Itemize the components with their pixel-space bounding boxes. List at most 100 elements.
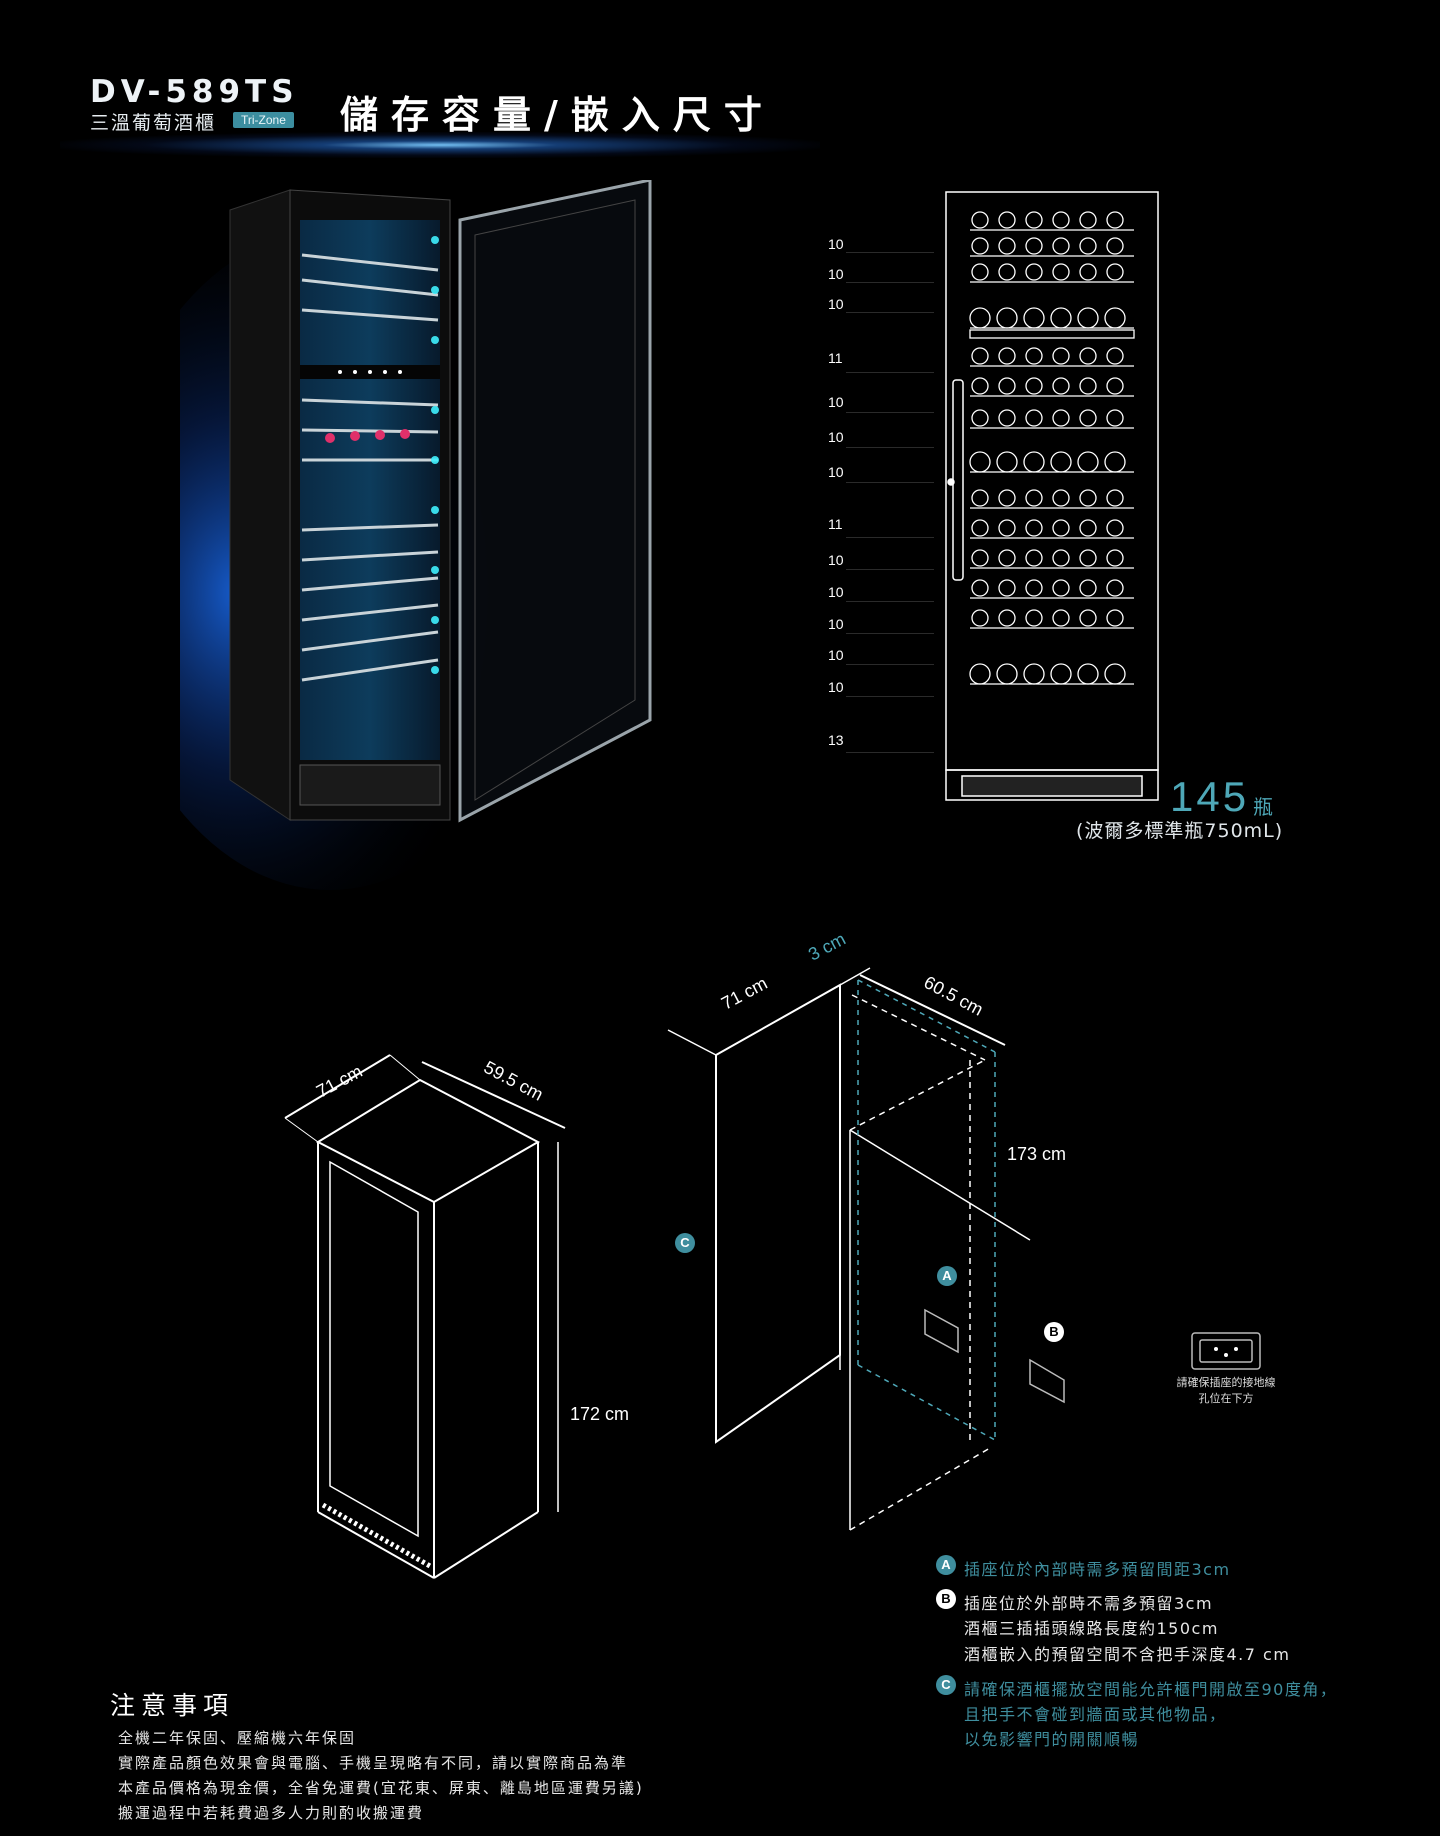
rack-bottle [1025, 211, 1043, 229]
rack-row-count: 11 [828, 516, 843, 532]
rack-row-count: 10 [828, 296, 844, 312]
rack-bottle [1023, 451, 1045, 473]
rack-bottle [969, 307, 991, 329]
rack-bottle [1025, 489, 1043, 507]
rack-bottle [971, 579, 989, 597]
rack-bottle [1104, 307, 1126, 329]
rack-bottle [1106, 377, 1124, 395]
rack-bottle [1052, 263, 1070, 281]
note-b-line3: 酒櫃嵌入的預留空間不含把手深度4.7 cm [964, 1645, 1291, 1664]
note-b: 插座位於外部時不需多預留3cm [964, 1594, 1214, 1613]
rack-bottle [971, 211, 989, 229]
rack-bottle [971, 377, 989, 395]
rack-bottle [1023, 307, 1045, 329]
dimension-drawings [284, 967, 1261, 1579]
rack-bottle [998, 579, 1016, 597]
rack-row-count: 10 [828, 584, 844, 600]
rack-bottle [1106, 579, 1124, 597]
niche-height-label: 173 cm [1007, 1144, 1067, 1164]
note-b-line2: 酒櫃三插插頭線路長度約150cm [964, 1619, 1219, 1638]
note-marker-b: B [936, 1589, 956, 1609]
rack-row-count: 13 [828, 732, 844, 748]
note-c-line2: 且把手不會碰到牆面或其他物品， [964, 1705, 1227, 1724]
rack-bottle [971, 263, 989, 281]
rack-bottle [1077, 307, 1099, 329]
rack-bottle [1025, 609, 1043, 627]
rack-bottle [1106, 409, 1124, 427]
rack-bottle [1079, 409, 1097, 427]
header-glow [60, 132, 820, 158]
rack-bottle [1079, 237, 1097, 255]
rack-bottle [971, 489, 989, 507]
rack-bottle [1050, 307, 1072, 329]
wine-cabinet-photo [180, 180, 652, 890]
rack-bottle [1025, 237, 1043, 255]
rack-bottle [996, 451, 1018, 473]
note-marker-c: C [936, 1675, 956, 1695]
rack-bottle [971, 549, 989, 567]
rack-bottle [1025, 347, 1043, 365]
rack-bottle [1106, 237, 1124, 255]
rack-bottle [971, 409, 989, 427]
rack-bottle [1025, 263, 1043, 281]
capacity-note: (波爾多標準瓶750mL) [1076, 820, 1284, 842]
rack-bottle [1106, 549, 1124, 567]
rack-bottle [1050, 451, 1072, 473]
rack-row-count: 10 [828, 616, 844, 632]
rack-row-count: 10 [828, 464, 844, 480]
note-c-line3: 以免影響門的開關順暢 [964, 1730, 1140, 1749]
rack-row-count: 10 [828, 266, 844, 282]
rack-bottle [1106, 263, 1124, 281]
rack-bottle [971, 609, 989, 627]
rack-bottle [1025, 377, 1043, 395]
notice-item: 實際產品顏色效果會與電腦、手機呈現略有不同，請以實際商品為準 [118, 1754, 629, 1772]
rack-bottle [1025, 409, 1043, 427]
outlet-grounding-note: 請確保插座的接地線孔位在下方 [1176, 1376, 1276, 1405]
rack-row-count: 10 [828, 552, 844, 568]
rack-bottle [1025, 519, 1043, 537]
rack-bottle [1052, 377, 1070, 395]
rack-bottle [1079, 579, 1097, 597]
rack-bottle [1052, 237, 1070, 255]
rack-bottle [1079, 609, 1097, 627]
notice-item: 本產品價格為現金價，全省免運費(宜花東、屏東、離島地區運費另議) [118, 1779, 644, 1797]
rack-bottle [971, 347, 989, 365]
rack-bottle [998, 211, 1016, 229]
rack-bottle [1077, 663, 1099, 685]
rack-bottle [998, 489, 1016, 507]
rack-bottle [1106, 211, 1124, 229]
rack-row-count: 10 [828, 236, 844, 252]
marker-c: C [675, 1233, 695, 1253]
rack-bottle [1077, 451, 1099, 473]
rack-bottle [1079, 347, 1097, 365]
rack-bottle [1104, 451, 1126, 473]
rack-bottle [1052, 519, 1070, 537]
rack-bottle [1050, 663, 1072, 685]
note-a: 插座位於內部時需多預留間距3cm [964, 1560, 1231, 1579]
rack-bottle [1052, 347, 1070, 365]
rack-bottle [1023, 663, 1045, 685]
rack-bottle [1079, 211, 1097, 229]
note-marker-a: A [936, 1555, 956, 1575]
rack-row-count: 10 [828, 394, 844, 410]
notice-item: 搬運過程中若耗費過多人力則酌收搬運費 [118, 1804, 425, 1822]
rack-bottle [1106, 609, 1124, 627]
rack-bottle [998, 263, 1016, 281]
rack-bottle [1106, 519, 1124, 537]
rack-control-strip [969, 329, 1135, 339]
marker-b: B [1044, 1322, 1064, 1342]
rack-bottle [998, 409, 1016, 427]
page-title: 儲存容量/嵌入尺寸 [340, 93, 775, 137]
rack-bottle [1079, 489, 1097, 507]
rack-bottle [971, 237, 989, 255]
capacity-unit: 瓶 [1253, 795, 1273, 819]
marker-a: A [937, 1266, 957, 1286]
rack-bottle [1079, 549, 1097, 567]
rack-bottle [1052, 549, 1070, 567]
rack-row-count: 10 [828, 429, 844, 445]
model-subtitle: 三溫葡萄酒櫃 [90, 112, 217, 134]
rack-bottle [996, 307, 1018, 329]
rack-front-diagram [945, 191, 1159, 801]
rack-bottle [998, 549, 1016, 567]
rack-bottle [1104, 663, 1126, 685]
